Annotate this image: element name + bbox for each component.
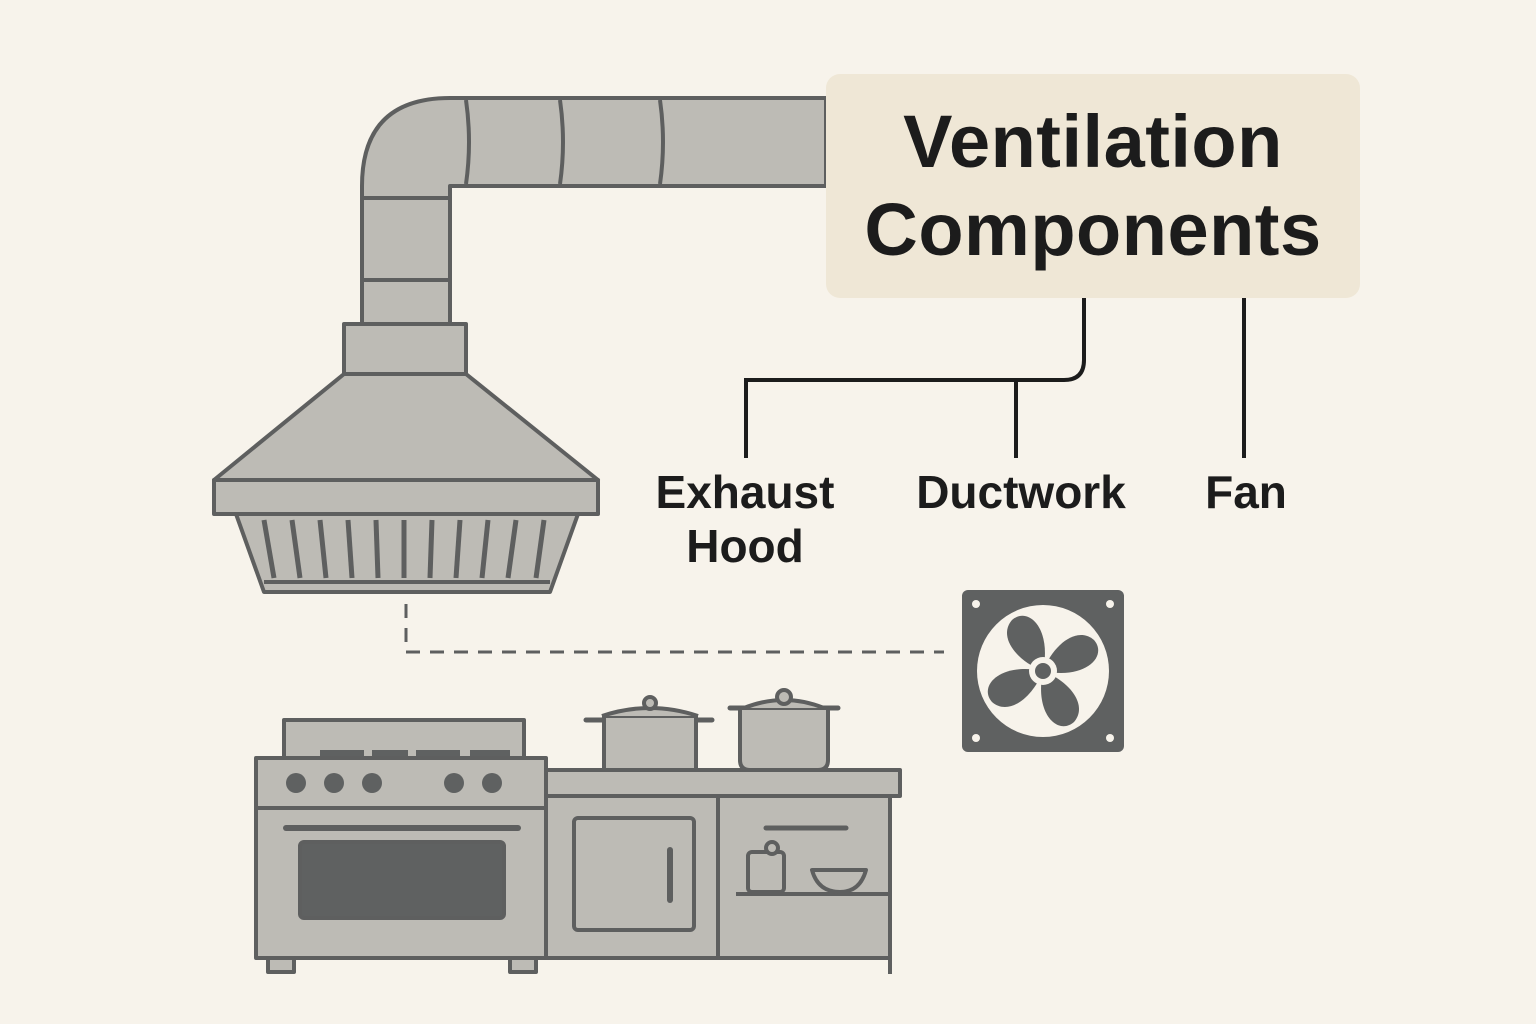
component-connectors [744,298,1246,458]
title-line-2: Components [864,188,1322,271]
counter-illustration [544,688,902,974]
title-line-1: Ventilation [903,100,1283,183]
label-exhaust-hood: Exhaust Hood [640,465,850,573]
label-ductwork: Ductwork [898,465,1144,519]
ductwork-illustration [360,96,828,328]
title-box: Ventilation Components [826,74,1360,298]
label-fan-text: Fan [1205,466,1287,518]
label-exhaust-hood-line2: Hood [686,520,804,572]
stove-illustration [254,718,548,974]
label-exhaust-hood-line1: Exhaust [655,466,835,518]
dashed-connector [404,604,944,654]
label-ductwork-text: Ductwork [916,466,1126,518]
fan-icon [962,590,1124,752]
exhaust-hood-illustration [212,322,600,594]
label-fan: Fan [1190,465,1302,519]
